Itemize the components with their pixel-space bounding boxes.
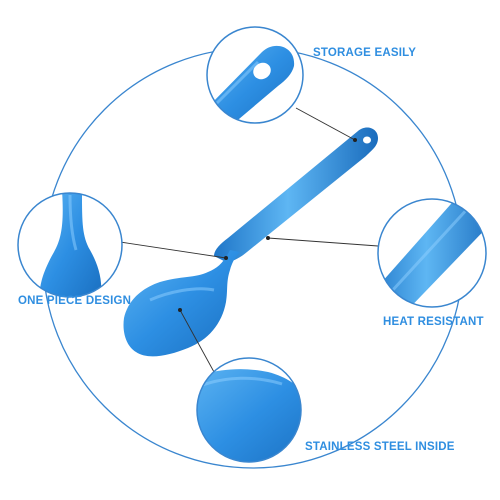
spatula-handle — [214, 127, 378, 262]
label-stainless-steel-inside: STAINLESS STEEL INSIDE — [305, 441, 455, 453]
connector-lines — [119, 107, 379, 373]
hang-hole — [363, 136, 371, 144]
spatula — [123, 127, 378, 357]
label-heat-resistant: HEAT RESISTANT — [383, 316, 484, 328]
spatula-head — [123, 250, 240, 357]
detail-heat — [377, 198, 487, 308]
detail-steel — [196, 357, 302, 463]
detail-storage — [206, 26, 304, 124]
detail-one-piece — [17, 192, 123, 298]
connector-dots — [178, 138, 357, 312]
label-storage-easily: STORAGE EASILY — [313, 47, 417, 59]
label-one-piece-design: ONE PIECE DESIGN — [18, 295, 132, 307]
